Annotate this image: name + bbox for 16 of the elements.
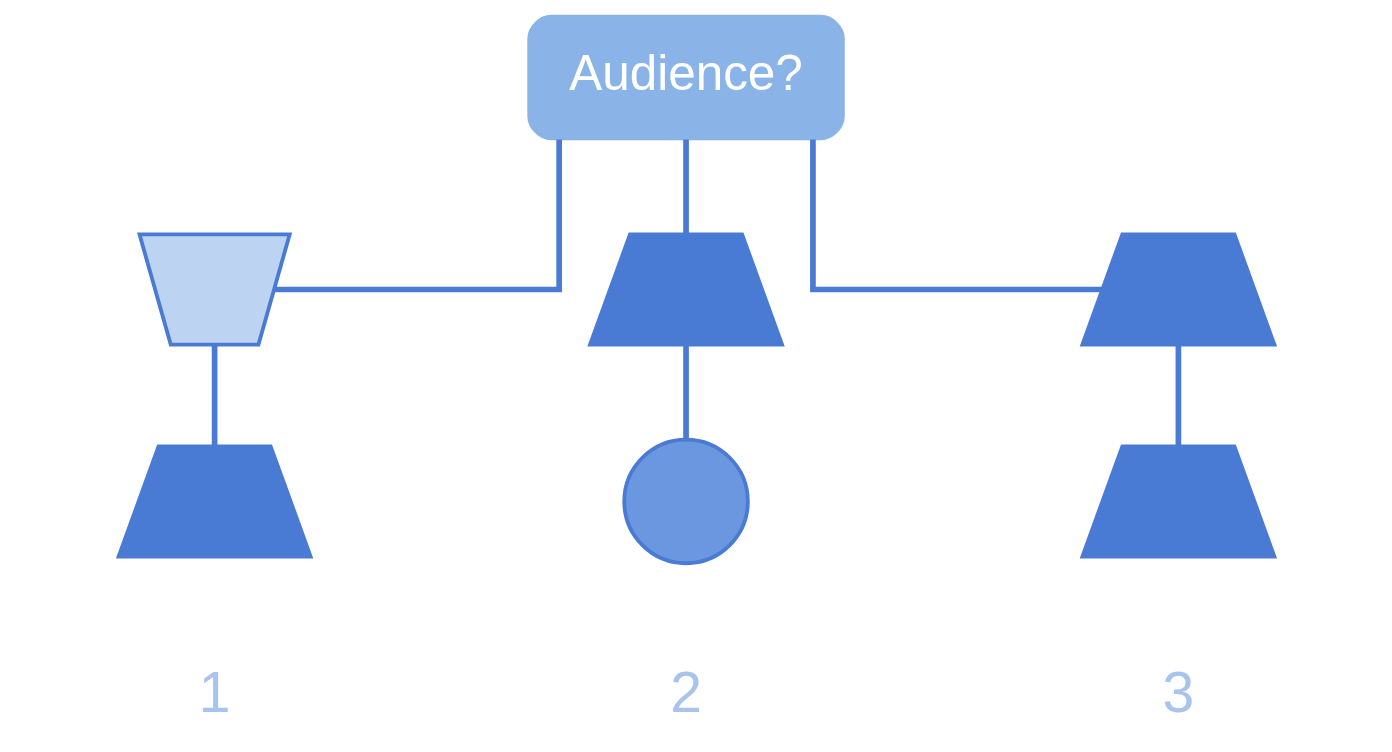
node-hat <box>1079 232 1277 347</box>
connector <box>274 139 562 293</box>
node-hat <box>115 444 313 559</box>
connector <box>1175 344 1181 446</box>
connector <box>682 344 689 440</box>
label: 1 <box>198 659 230 724</box>
connector <box>809 139 1102 293</box>
connector <box>682 139 689 234</box>
node-hat <box>586 232 785 347</box>
label: 3 <box>1162 659 1194 724</box>
node-hat <box>1079 444 1277 559</box>
node-box: Audience? <box>526 14 845 141</box>
label: 2 <box>669 659 702 724</box>
connector <box>211 344 217 446</box>
node-cap <box>136 232 292 347</box>
node-circle <box>621 437 750 566</box>
